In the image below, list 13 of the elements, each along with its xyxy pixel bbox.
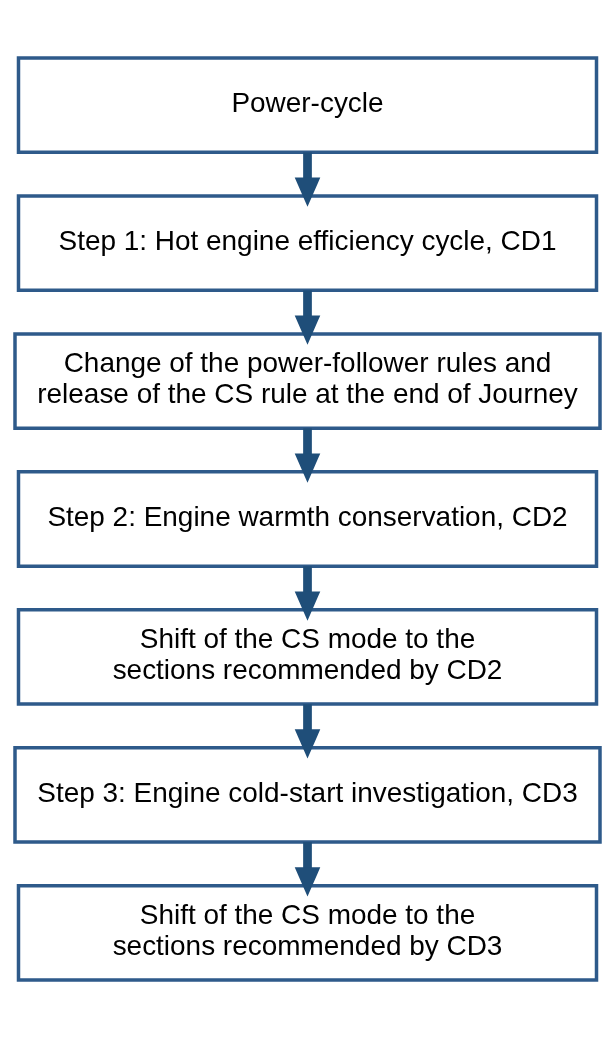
node-box: Step 3: Engine cold-start investigation, CD3 — [13, 745, 602, 844]
node-box: Power-cycle — [16, 55, 599, 154]
arrow — [294, 703, 321, 759]
node-box: Step 2: Engine warmth conservation, CD2 — [16, 469, 599, 568]
arrow — [294, 289, 321, 345]
node-box: Step 1: Hot engine efficiency cycle, CD1 — [16, 193, 599, 292]
arrow — [294, 841, 321, 897]
node-box: Change of the power-follower rules and release of the CS rule at the end of Journey — [13, 331, 602, 430]
node-box: Shift of the CS mode to the sections recommended by CD2 — [16, 607, 599, 706]
arrow — [294, 427, 321, 483]
node-box: Shift of the CS mode to the sections recommended by CD3 — [16, 883, 599, 982]
arrow — [294, 151, 321, 207]
arrow — [294, 565, 321, 621]
